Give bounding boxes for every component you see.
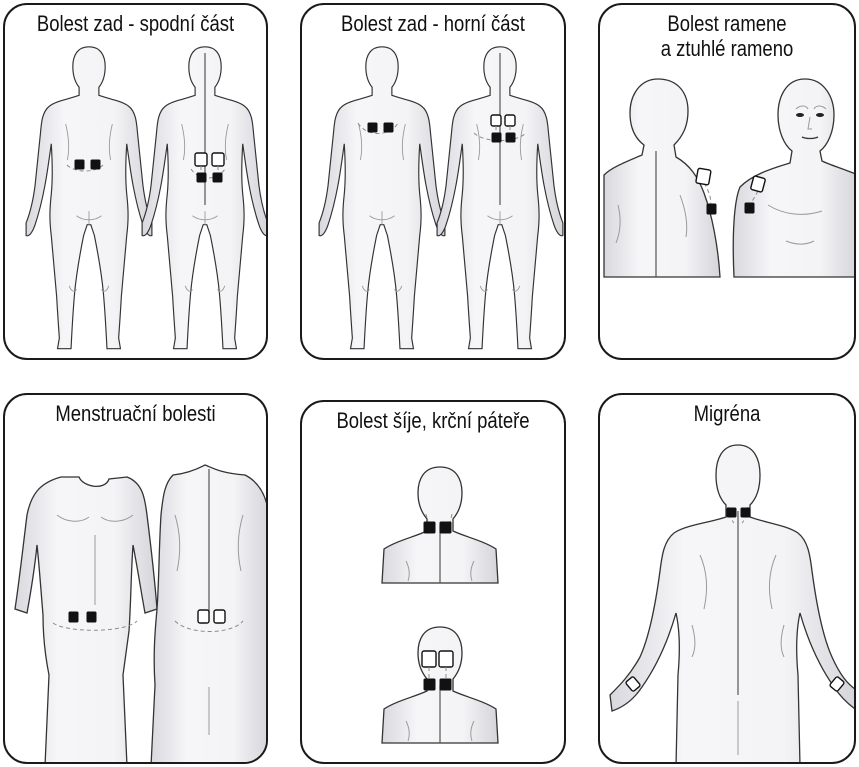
electrode-active <box>213 173 222 182</box>
electrode-active <box>440 679 451 690</box>
electrode-active <box>197 173 206 182</box>
body-back-figure <box>610 445 856 764</box>
electrode-active <box>424 522 435 533</box>
electrode-active <box>424 679 435 690</box>
electrode-active <box>741 508 750 517</box>
electrode-passive <box>505 115 515 126</box>
electrode-active <box>440 522 451 533</box>
electrode-active <box>87 612 96 622</box>
body-front-figure <box>15 477 157 764</box>
electrode-active <box>745 203 754 213</box>
electrode-active <box>368 123 377 132</box>
electrode-passive <box>214 610 225 623</box>
panel-migraine: Migréna <box>598 393 856 764</box>
figures-menstrual <box>5 395 268 764</box>
electrode-passive <box>491 115 501 126</box>
electrode-passive <box>212 153 224 166</box>
panel-lower-back: Bolest zad - spodní část <box>3 3 268 360</box>
panel-neck: Bolest šíje, krční páteře <box>300 400 566 764</box>
body-front-figure <box>26 47 152 349</box>
panel-menstrual: Menstruační bolesti <box>3 393 268 764</box>
figures-upper-back <box>302 5 566 360</box>
shoulder-front-figure <box>733 79 856 277</box>
panel-upper-back: Bolest zad - horní část <box>300 3 566 360</box>
panel-shoulder: Bolest ramene a ztuhlé rameno <box>598 3 856 360</box>
electrode-passive <box>195 153 207 166</box>
electrode-passive <box>422 651 436 667</box>
electrode-passive <box>696 168 711 185</box>
body-front-figure <box>319 47 445 349</box>
electrode-active <box>727 508 736 517</box>
figures-neck <box>302 402 566 764</box>
electrode-passive <box>439 651 453 667</box>
electrode-passive <box>750 176 765 193</box>
electrode-active <box>69 612 78 622</box>
electrode-active <box>506 133 515 142</box>
figures-migraine <box>600 395 856 764</box>
electrode-passive <box>198 610 209 623</box>
electrode-active <box>384 123 393 132</box>
figures-shoulder <box>600 5 856 360</box>
electrode-active <box>707 204 716 214</box>
electrode-active <box>75 160 84 169</box>
electrode-active <box>91 160 100 169</box>
figures-lower-back <box>5 5 268 360</box>
electrode-active <box>492 133 501 142</box>
